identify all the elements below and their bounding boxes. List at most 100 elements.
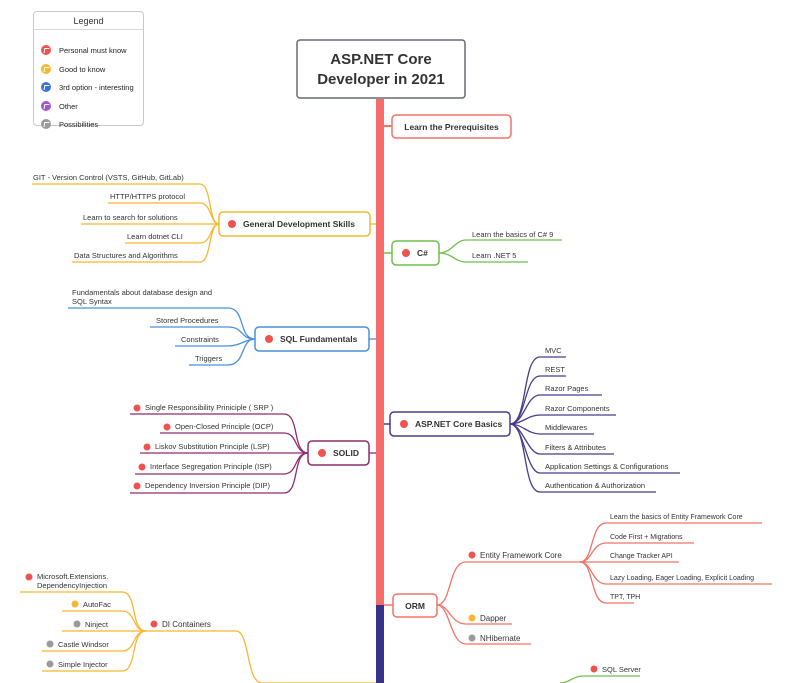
legend-item: Other	[41, 99, 78, 113]
solid-item[interactable]: Liskov Substitution Principle (LSP)	[155, 442, 270, 451]
branch-sql-server	[559, 675, 640, 683]
legend-item-label: Personal must know	[59, 45, 127, 55]
legend-item: Possibilities	[41, 117, 98, 131]
flag-icon	[265, 335, 273, 343]
di-item[interactable]: AutoFac	[83, 600, 111, 609]
branch-csharp	[438, 239, 562, 263]
flag-icon	[468, 551, 476, 559]
branch-aspnet	[509, 356, 680, 493]
general-skill-item[interactable]: Learn to search for solutions	[83, 213, 178, 222]
solid-item[interactable]: Interface Segregation Principle (ISP)	[150, 462, 272, 471]
di-item[interactable]: DependencyInjection	[37, 581, 107, 590]
orm-dapper[interactable]: Dapper	[480, 614, 507, 623]
topic-orm[interactable]: ORM	[392, 593, 438, 618]
flag-icon	[228, 220, 236, 228]
sql-item[interactable]: SQL Syntax	[72, 297, 112, 306]
topic-general-skills-label: General Development Skills	[243, 219, 355, 229]
aspnet-item[interactable]: Razor Components	[545, 404, 610, 413]
orm-ef-core[interactable]: Entity Framework Core	[480, 551, 562, 560]
general-skill-item[interactable]: Learn dotnet CLI	[127, 232, 183, 241]
flag-icon	[163, 423, 171, 431]
sql-item[interactable]: Constraints	[181, 335, 219, 344]
central-topic[interactable]: ASP.NET Core Developer in 2021	[296, 39, 466, 99]
flag-icon	[150, 620, 158, 628]
flag-icon	[318, 449, 326, 457]
topic-sql[interactable]: SQL Fundamentals	[254, 326, 370, 352]
sql-item[interactable]: Stored Procedures	[156, 316, 219, 325]
di-item[interactable]: Castle Windsor	[58, 640, 109, 649]
aspnet-item[interactable]: Middlewares	[545, 423, 587, 432]
flag-icon	[25, 573, 33, 581]
general-skill-item[interactable]: HTTP/HTTPS protocol	[110, 192, 185, 201]
topic-prerequisites[interactable]: Learn the Prerequisites	[391, 114, 512, 139]
di-item[interactable]: Microsoft.Extensions.	[37, 572, 108, 581]
flag-icon	[73, 620, 81, 628]
di-item[interactable]: Ninject	[85, 620, 109, 629]
branch-general-skills	[32, 183, 376, 263]
flag-icon	[590, 665, 598, 673]
orm-nhibernate[interactable]: NHibernate	[480, 634, 521, 643]
ef-item[interactable]: Lazy Loading, Eager Loading, Explicit Lo…	[610, 575, 754, 582]
csharp-item[interactable]: Learn .NET 5	[472, 251, 516, 260]
solid-item[interactable]: Dependency Inversion Principle (DIP)	[145, 481, 271, 490]
legend-item: 3rd option - interesting	[41, 80, 134, 94]
sql-server-item[interactable]: SQL Server	[602, 665, 641, 674]
flag-icon	[41, 64, 51, 74]
csharp-item[interactable]: Learn the basics of C# 9	[472, 230, 553, 239]
legend-item-label: Possibilities	[59, 119, 99, 129]
branch-orm	[436, 522, 772, 645]
solid-item[interactable]: Single Responsibility Priniciple ( SRP )	[145, 403, 274, 412]
central-topic-line2: Developer in 2021	[317, 71, 445, 88]
aspnet-item[interactable]: Authentication & Authorization	[545, 481, 645, 490]
branch-di	[20, 591, 376, 683]
ef-item[interactable]: Change Tracker API	[610, 553, 673, 560]
aspnet-item[interactable]: MVC	[545, 346, 562, 355]
topic-solid-label: SOLID	[333, 448, 359, 458]
topic-aspnet[interactable]: ASP.NET Core Basics	[389, 411, 511, 437]
central-topic-line1: ASP.NET Core	[330, 51, 431, 68]
ef-item[interactable]: Code First + Migrations	[610, 534, 683, 541]
ef-item[interactable]: TPT, TPH	[610, 594, 640, 601]
topic-di-label: DI Containers	[162, 620, 211, 629]
topic-prerequisites-label: Learn the Prerequisites	[404, 122, 499, 132]
flag-icon	[143, 443, 151, 451]
topic-aspnet-label: ASP.NET Core Basics	[415, 419, 503, 429]
branch-solid	[130, 413, 376, 494]
flag-icon	[133, 404, 141, 412]
trunk-line-lower	[376, 605, 384, 683]
general-skill-item[interactable]: GIT - Version Control (VSTS, GitHub, Git…	[33, 173, 184, 182]
flag-icon	[41, 119, 51, 129]
flag-icon	[133, 482, 141, 490]
legend-panel: Legend Personal must know Good to know 3…	[33, 11, 144, 129]
legend-item-label: Other	[59, 101, 78, 111]
aspnet-item[interactable]: Razor Pages	[545, 384, 589, 393]
flag-icon	[400, 420, 408, 428]
topic-csharp-label: C#	[417, 248, 428, 258]
ef-item[interactable]: Learn the basics of Entity Framework Cor…	[610, 514, 743, 521]
topic-di[interactable]: DI Containers	[150, 620, 211, 629]
topic-general-skills[interactable]: General Development Skills	[218, 211, 371, 237]
flag-icon	[71, 600, 79, 608]
flag-icon	[46, 640, 54, 648]
sql-item[interactable]: Fundamentals about database design and	[72, 288, 212, 297]
flag-icon	[46, 660, 54, 668]
sql-item[interactable]: Triggers	[195, 354, 222, 363]
topic-sql-label: SQL Fundamentals	[280, 334, 358, 344]
general-skills-children: GIT - Version Control (VSTS, GitHub, Git…	[33, 173, 185, 260]
topic-csharp[interactable]: C#	[391, 240, 440, 266]
flag-icon	[41, 101, 51, 111]
flag-icon	[468, 634, 476, 642]
topic-solid[interactable]: SOLID	[307, 440, 370, 466]
flag-icon	[138, 463, 146, 471]
solid-item[interactable]: Open-Closed Principle (OCP)	[175, 422, 274, 431]
general-skill-item[interactable]: Data Structures and Algorithms	[74, 251, 178, 260]
aspnet-item[interactable]: REST	[545, 365, 565, 374]
aspnet-item[interactable]: Application Settings & Configurations	[545, 462, 669, 471]
flag-icon	[402, 249, 410, 257]
di-item[interactable]: Simple Injector	[58, 660, 108, 669]
legend-item: Personal must know	[41, 43, 127, 57]
aspnet-item[interactable]: Filters & Attributes	[545, 443, 606, 452]
legend-divider	[34, 29, 143, 30]
flag-icon	[41, 45, 51, 55]
